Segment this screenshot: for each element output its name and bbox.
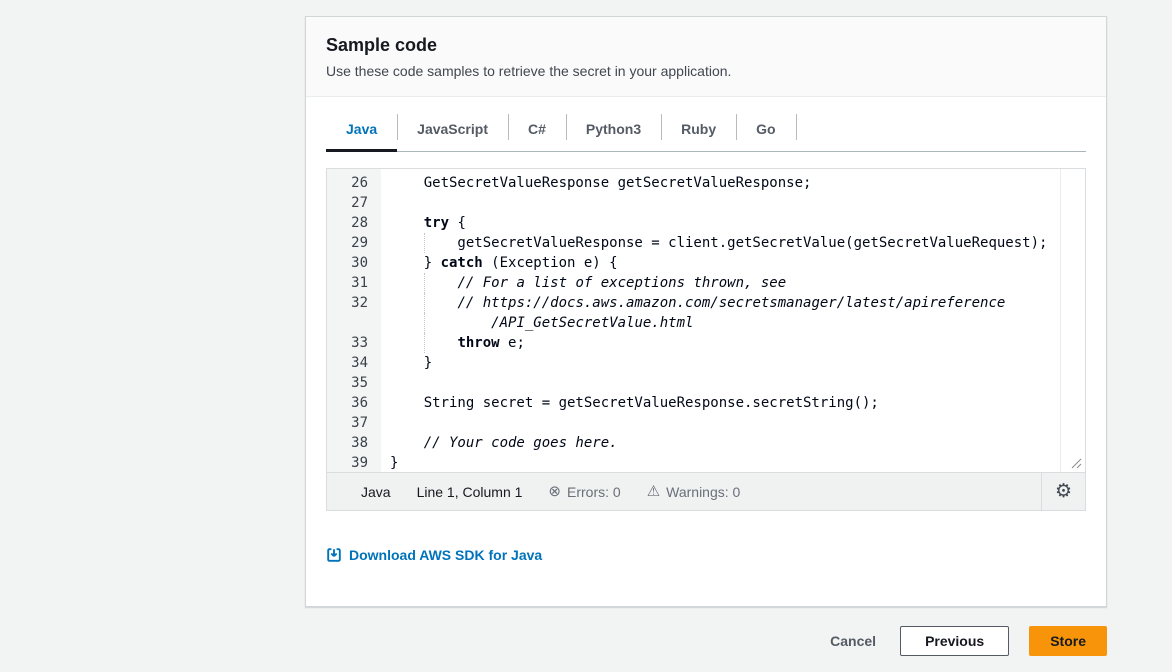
code-text: getSecretValueResponse = client.getSecre… [390, 233, 1048, 253]
code-text: String secret = getSecretValueResponse.s… [390, 395, 879, 411]
errors-circle-x-icon: ⊗ [548, 483, 561, 500]
code-text [381, 373, 398, 393]
line-number: 28 [351, 215, 368, 231]
code-line: 30 } catch (Exception e) { [327, 253, 1085, 273]
code-text: throw e; [381, 333, 525, 353]
wizard-footer: Cancel Previous Store [826, 626, 1107, 656]
line-number: 26 [351, 175, 368, 191]
line-number: 29 [351, 235, 368, 251]
line-number: 39 [351, 455, 368, 471]
line-number: 35 [351, 375, 368, 391]
tab-python3[interactable]: Python3 [565, 106, 661, 151]
panel-header: Sample code Use these code samples to re… [306, 17, 1106, 97]
gear-icon: ⚙ [1054, 480, 1073, 502]
code-line: 27 [327, 193, 1085, 213]
status-cursor-position: Line 1, Column 1 [416, 483, 523, 500]
indent-guide [423, 273, 425, 293]
line-number: 30 [351, 255, 368, 271]
download-sdk-label: Download AWS SDK for Java [349, 547, 543, 563]
code-line: 32 // https://docs.aws.amazon.com/secret… [327, 293, 1085, 313]
previous-button[interactable]: Previous [900, 626, 1010, 656]
indent-guide [423, 313, 425, 333]
warnings-count-label: Warnings: 0 [666, 483, 741, 500]
status-warnings: ⚠ Warnings: 0 [647, 484, 741, 500]
tab-label: Python3 [585, 121, 642, 137]
tab-java[interactable]: Java [326, 106, 398, 152]
code-text: // For a list of exceptions thrown, see [381, 273, 786, 293]
sample-code-panel: Sample code Use these code samples to re… [305, 16, 1107, 607]
line-number: 31 [351, 275, 368, 291]
indent-guide [423, 233, 425, 253]
code-line: 36 String secret = getSecretValueRespons… [327, 393, 1085, 413]
warnings-triangle-icon: ⚠ [646, 483, 661, 500]
code-line: 26 GetSecretValueResponse getSecretValue… [327, 173, 1085, 193]
line-number [327, 313, 381, 333]
line-number: 33 [351, 335, 368, 351]
code-text: } [390, 355, 433, 371]
tab-label: C# [527, 121, 546, 137]
editor-status-bar: Java Line 1, Column 1 ⊗ Errors: 0 ⚠ Warn… [327, 472, 1085, 510]
editor-settings-button[interactable]: ⚙ [1041, 473, 1085, 510]
tab-ruby[interactable]: Ruby [661, 106, 736, 151]
code-line: 37 [327, 413, 1085, 433]
code-text [381, 413, 398, 433]
code-text: } catch (Exception e) { [390, 255, 618, 271]
tab-label: Ruby [681, 121, 717, 137]
line-number: 32 [351, 295, 368, 311]
line-number: 27 [351, 195, 368, 211]
code-line: 38 // Your code goes here. [327, 433, 1085, 453]
code-editor: 26 GetSecretValueResponse getSecretValue… [326, 168, 1086, 511]
code-text: /API_GetSecretValue.html [381, 313, 693, 333]
tab-go[interactable]: Go [736, 106, 795, 151]
code-line: 28 try { [327, 213, 1085, 233]
code-text: } [390, 455, 399, 471]
download-icon [327, 548, 341, 562]
page-title: Sample code [326, 35, 438, 55]
line-number: 37 [351, 415, 368, 431]
code-editor-viewport[interactable]: 26 GetSecretValueResponse getSecretValue… [327, 169, 1085, 472]
tab-csharp[interactable]: C# [507, 106, 566, 151]
code-line: 39} [327, 453, 1085, 472]
panel-body: Java JavaScript C# Python3 Ruby Go 26 GetSecr… [306, 106, 1106, 588]
tab-javascript[interactable]: JavaScript [397, 106, 508, 151]
line-number: 34 [351, 355, 368, 371]
status-errors: ⊗ Errors: 0 [548, 484, 620, 500]
language-tabs: Java JavaScript C# Python3 Ruby Go [326, 106, 1086, 152]
indent-guide [423, 293, 425, 313]
code-text [381, 193, 398, 213]
resize-handle-icon[interactable] [1071, 458, 1082, 469]
code-lines: 26 GetSecretValueResponse getSecretValue… [327, 173, 1085, 472]
code-line: /API_GetSecretValue.html [327, 313, 1085, 333]
code-line: 35 [327, 373, 1085, 393]
code-line: 31 // For a list of exceptions thrown, s… [327, 273, 1085, 293]
download-sdk-link[interactable]: Download AWS SDK for Java [326, 547, 542, 563]
code-text: try { [423, 215, 466, 231]
code-line: 29 getSecretValueResponse = client.getSe… [327, 233, 1085, 253]
store-button[interactable]: Store [1029, 626, 1107, 656]
code-text: GetSecretValueResponse getSecretValueRes… [390, 175, 812, 191]
tab-label: JavaScript [417, 121, 488, 137]
code-text: // https://docs.aws.amazon.com/secretsma… [381, 293, 1005, 313]
page-description: Use these code samples to retrieve the s… [326, 63, 732, 79]
status-language: Java [361, 483, 391, 500]
indent-guide [423, 333, 425, 353]
line-number: 38 [351, 435, 368, 451]
code-line: 33 throw e; [327, 333, 1085, 353]
line-number: 36 [351, 395, 368, 411]
tab-label: Go [756, 121, 776, 137]
tab-label: Java [346, 121, 378, 137]
code-line: 34 } [327, 353, 1085, 373]
cancel-button[interactable]: Cancel [826, 627, 880, 655]
code-text: // Your code goes here. [423, 435, 618, 451]
errors-count-label: Errors: 0 [567, 483, 621, 500]
